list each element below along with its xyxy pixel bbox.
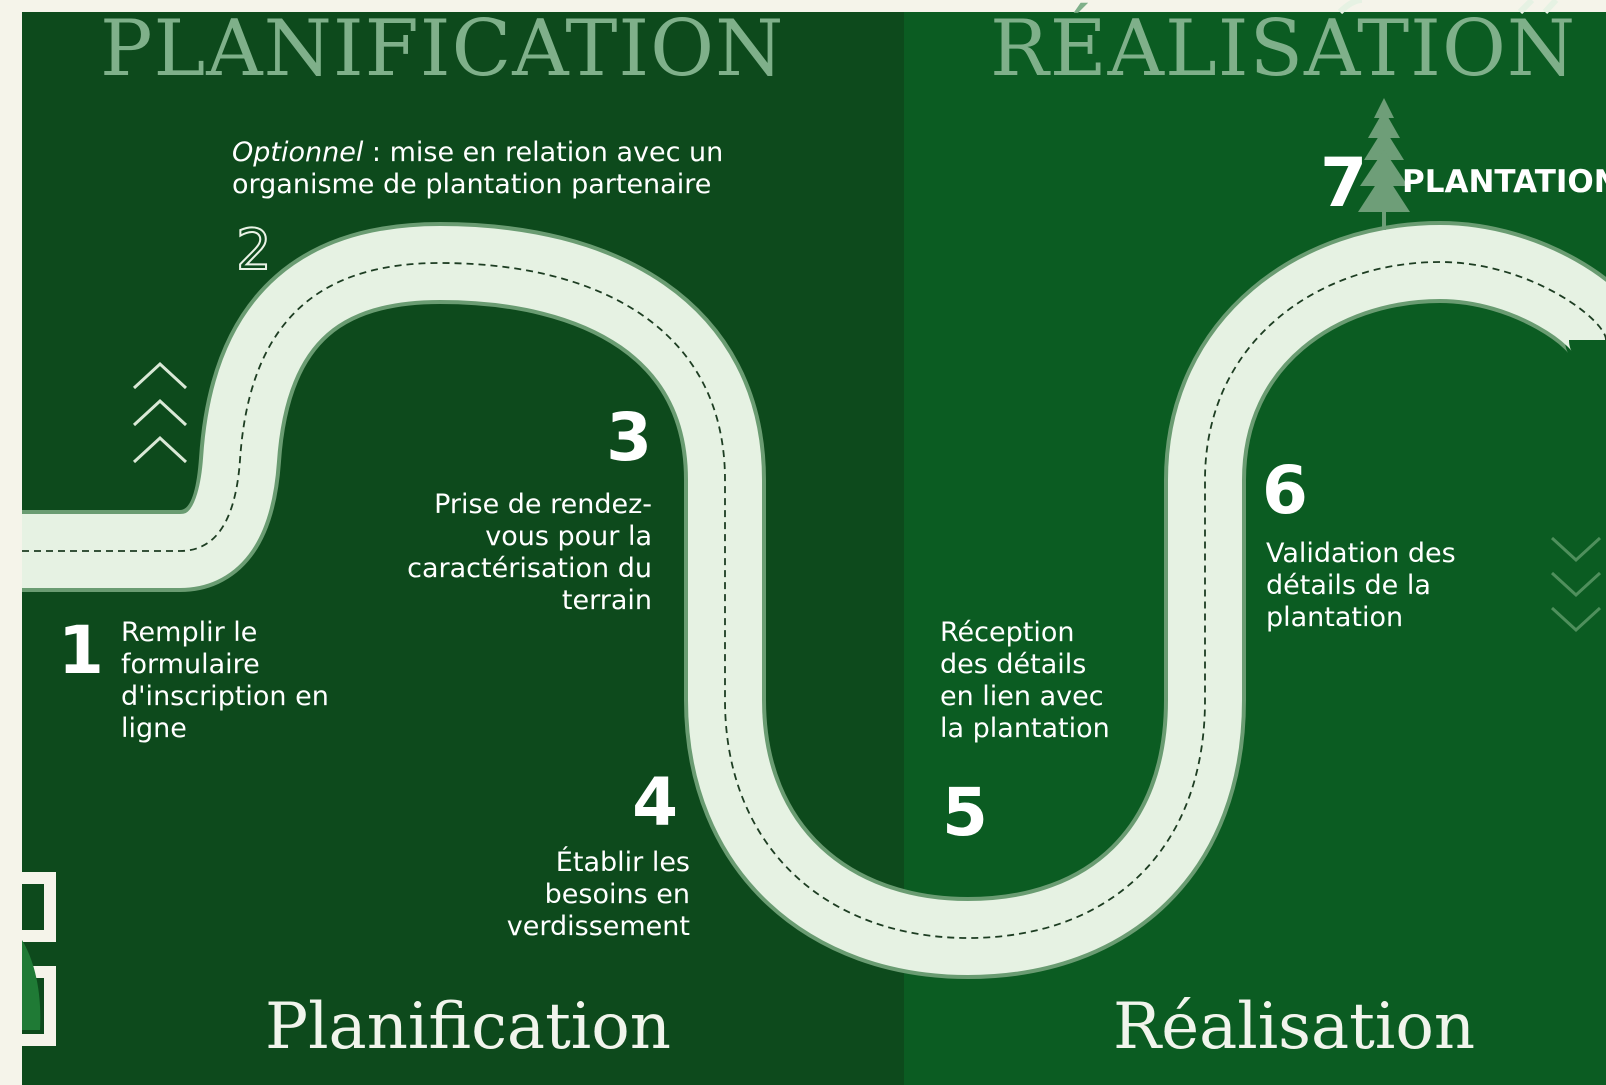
- step-2-optional-rest: : mise en relation avec un: [363, 137, 724, 168]
- step-5-line: la plantation: [940, 713, 1110, 744]
- step-5-line: des détails: [940, 649, 1087, 680]
- planification-heading: PLANIFICATION: [100, 4, 785, 94]
- corner-leaf-decoration: [1337, 0, 1559, 15]
- step-3-description: Prise de rendez- vous pour la caractéris…: [320, 489, 652, 617]
- step-3-line: vous pour la: [485, 521, 652, 552]
- step-4-line: besoins en: [544, 879, 690, 910]
- step-4-description: Établir les besoins en verdissement: [430, 847, 690, 943]
- step-3-line: terrain: [561, 585, 652, 616]
- step-2-description: Optionnel : mise en relation avec un org…: [232, 137, 723, 201]
- triple-chevron-up-icon: [132, 361, 188, 464]
- step-1-line: Remplir le: [121, 617, 258, 648]
- step-1-line: formulaire: [121, 649, 260, 680]
- step-4-line: Établir les: [555, 847, 690, 878]
- step-6-line: plantation: [1266, 602, 1404, 633]
- step-1-number: 1: [58, 612, 104, 689]
- step-6-description: Validation des détails de la plantation: [1266, 538, 1456, 634]
- step-1-line: ligne: [121, 713, 187, 744]
- step-4-number: 4: [632, 764, 678, 841]
- step-6-line: Validation des: [1266, 538, 1456, 569]
- step-3-line: Prise de rendez-: [434, 489, 652, 520]
- step-2-number: 2: [235, 218, 273, 283]
- step-2-optional-label: Optionnel: [232, 137, 364, 168]
- step-2-line-2: organisme de plantation partenaire: [232, 169, 712, 200]
- edge-leaf-shape: [22, 940, 41, 1030]
- planification-footer-title: Planification: [265, 990, 671, 1064]
- winding-road: [22, 220, 1606, 980]
- step-6-line: détails de la: [1266, 570, 1431, 601]
- step-5-line: Réception: [940, 617, 1075, 648]
- edge-letter-fragment: [22, 872, 56, 1046]
- triple-chevron-down-icon: [1550, 536, 1602, 633]
- step-6-number: 6: [1262, 452, 1308, 529]
- realisation-heading: RÉALISATION: [990, 4, 1577, 94]
- step-7-label: PLANTATION: [1402, 164, 1606, 200]
- step-7-number: 7: [1320, 144, 1368, 223]
- step-5-description: Réception des détails en lien avec la pl…: [940, 617, 1110, 745]
- pine-tree-icon: [1358, 98, 1410, 230]
- step-5-line: en lien avec: [940, 681, 1104, 712]
- step-1-description: Remplir le formulaire d'inscription en l…: [121, 617, 329, 745]
- step-5-number: 5: [942, 774, 988, 851]
- realisation-footer-title: Réalisation: [1113, 990, 1476, 1064]
- step-1-line: d'inscription en: [121, 681, 329, 712]
- step-4-line: verdissement: [506, 911, 690, 942]
- step-3-number: 3: [606, 399, 652, 476]
- step-3-line: caractérisation du: [407, 553, 652, 584]
